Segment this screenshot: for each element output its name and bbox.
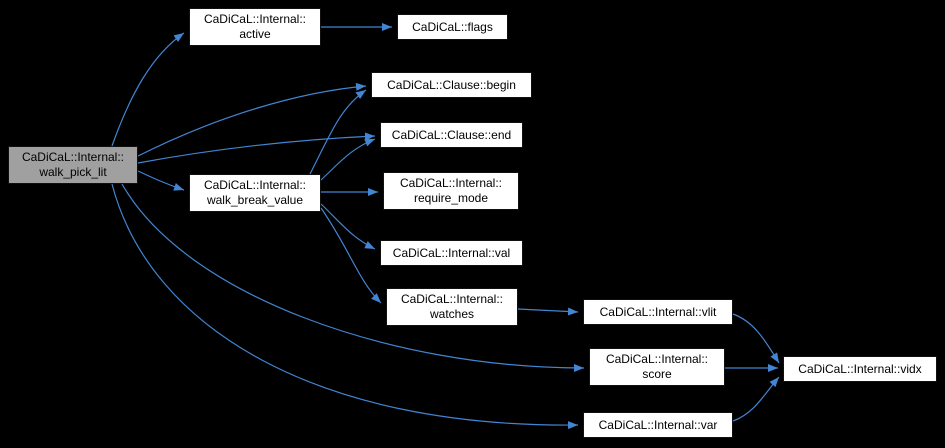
node-label-line: score xyxy=(642,367,672,381)
node-label-line: walk_pick_lit xyxy=(39,165,107,179)
graph-node-walk_pick_lit[interactable]: CaDiCaL::Internal::walk_pick_lit xyxy=(8,146,138,184)
graph-node-clause_end[interactable]: CaDiCaL::Clause::end xyxy=(380,122,523,148)
node-label-line: CaDiCaL::Internal:: xyxy=(203,12,307,26)
graph-node-clause_begin[interactable]: CaDiCaL::Clause::begin xyxy=(371,72,532,98)
graph-node-score[interactable]: CaDiCaL::Internal::score xyxy=(589,348,725,386)
edge-walk_pick_lit-to-var xyxy=(111,183,579,430)
graph-node-walk_break_value[interactable]: CaDiCaL::Internal::walk_break_value xyxy=(189,174,321,212)
graph-node-flags[interactable]: CaDiCaL::flags xyxy=(397,14,508,40)
node-label-line: walk_break_value xyxy=(206,193,304,207)
edge-walk_pick_lit-to-active xyxy=(111,32,185,147)
graph-node-watches[interactable]: CaDiCaL::Internal::watches xyxy=(386,288,518,326)
node-label-line: CaDiCaL::Internal::var xyxy=(598,417,718,432)
node-label-line: active xyxy=(239,27,271,41)
node-label-line: require_mode xyxy=(413,191,489,205)
edge-watches-to-vlit xyxy=(517,307,579,316)
node-label-line: CaDiCaL::Internal:: xyxy=(399,176,503,190)
node-label-line: CaDiCaL::Internal::vidx xyxy=(798,361,922,376)
node-label-line: CaDiCaL::flags xyxy=(412,19,493,34)
edge-var-to-vidx xyxy=(732,376,780,422)
edge-walk_break_value-to-clause_begin xyxy=(309,89,367,175)
edge-walk_pick_lit-to-score xyxy=(121,183,585,372)
node-label-line: CaDiCaL::Internal::val xyxy=(392,245,511,260)
edge-walk_pick_lit-to-walk_break_value xyxy=(137,170,185,191)
node-label-line: CaDiCaL::Clause::end xyxy=(391,127,512,142)
edge-walk_pick_lit-to-clause_begin xyxy=(137,82,367,157)
node-label-line: CaDiCaL::Internal:: xyxy=(605,352,709,366)
edge-vlit-to-vidx xyxy=(732,313,780,364)
node-label-line: CaDiCaL::Internal:: xyxy=(21,150,125,164)
node-label-line: CaDiCaL::Internal:: xyxy=(203,178,307,192)
edge-walk_break_value-to-clause_end xyxy=(320,138,376,181)
edge-walk_pick_lit-to-clause_end xyxy=(137,132,376,164)
graph-node-vlit[interactable]: CaDiCaL::Internal::vlit xyxy=(583,299,733,325)
node-label-line: CaDiCaL::Clause::begin xyxy=(387,77,516,92)
node-label-line: watches xyxy=(429,307,475,321)
edge-walk_break_value-to-val xyxy=(320,203,376,250)
graph-node-require_mode[interactable]: CaDiCaL::Internal::require_mode xyxy=(383,172,519,210)
node-label-line: CaDiCaL::Internal::vlit xyxy=(599,304,717,319)
edge-walk_break_value-to-watches xyxy=(320,207,382,304)
graph-node-vidx[interactable]: CaDiCaL::Internal::vidx xyxy=(783,356,937,382)
graph-node-val[interactable]: CaDiCaL::Internal::val xyxy=(380,240,523,266)
node-label-line: CaDiCaL::Internal:: xyxy=(400,292,504,306)
graph-node-var[interactable]: CaDiCaL::Internal::var xyxy=(583,412,733,438)
graph-node-active[interactable]: CaDiCaL::Internal::active xyxy=(189,8,321,46)
